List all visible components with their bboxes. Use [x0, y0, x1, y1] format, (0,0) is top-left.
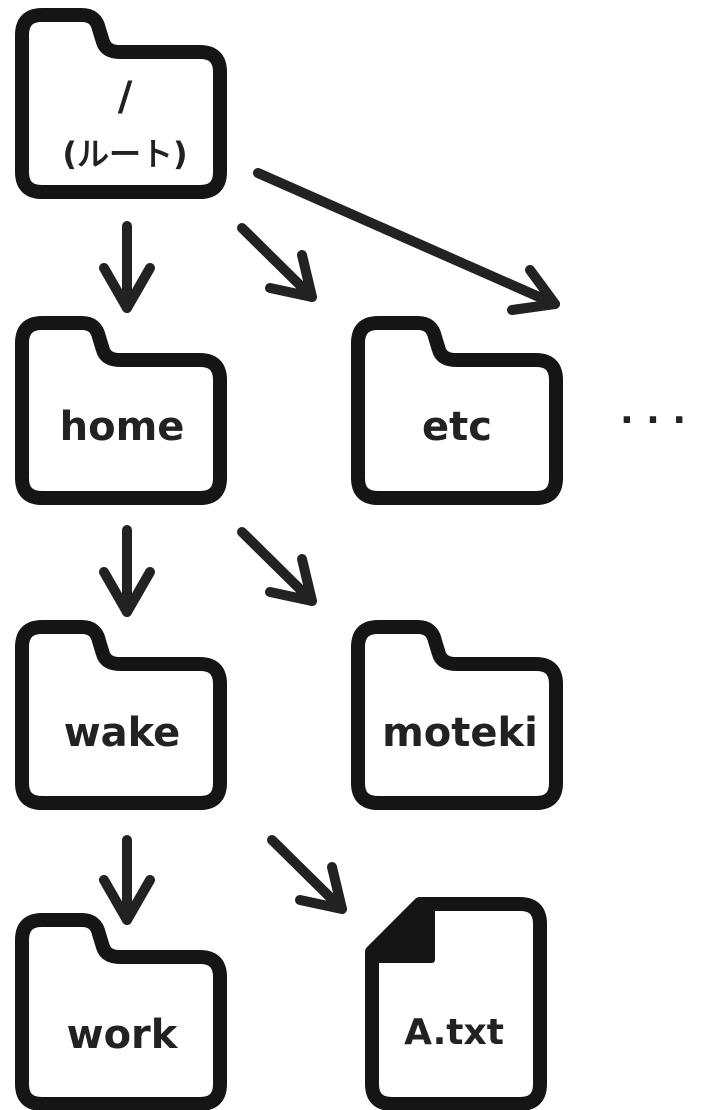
folder-icon	[15, 913, 227, 1110]
arrow-head	[265, 250, 317, 302]
folder-label-root-slash: /	[118, 74, 133, 120]
file-label-a-txt: A.txt	[404, 1012, 504, 1053]
folder-etc: etc	[351, 316, 563, 505]
arrow-head	[99, 875, 155, 925]
folder-icon	[351, 620, 563, 810]
arrow-shaft	[267, 835, 347, 914]
edge-wake-to-work	[99, 835, 155, 925]
folder-label-home: home	[60, 404, 185, 450]
folder-icon	[15, 620, 227, 810]
edge-root-to-etc	[237, 223, 317, 302]
arrow-shaft	[253, 168, 560, 309]
folder-moteki: moteki	[351, 620, 563, 810]
folder-home: home	[15, 316, 227, 505]
arrow-head	[507, 265, 560, 315]
folder-wake: wake	[15, 620, 227, 810]
more-items-ellipsis: · · ·	[620, 400, 686, 441]
folder-label-work: work	[67, 1012, 179, 1058]
file-corner-fold	[369, 901, 435, 963]
arrow-head	[99, 263, 155, 313]
edge-root-to-home	[99, 221, 155, 313]
edge-root-to-more	[253, 168, 560, 315]
edge-home-to-moteki	[237, 527, 317, 606]
edge-wake-to-a-txt	[267, 835, 347, 914]
edge-home-to-wake	[99, 525, 155, 617]
arrow-shaft	[237, 527, 317, 606]
folder-label-root-name: (ルート)	[62, 135, 187, 173]
folder-icon	[351, 316, 563, 505]
arrow-head	[265, 554, 317, 606]
folder-label-moteki: moteki	[382, 710, 538, 756]
arrow-head	[99, 567, 155, 617]
folder-icon	[15, 316, 227, 505]
folder-label-wake: wake	[64, 710, 181, 756]
folder-icon	[15, 8, 227, 199]
arrow-shaft	[237, 223, 317, 302]
folder-label-etc: etc	[422, 404, 492, 450]
file-a-txt: A.txt	[365, 897, 547, 1110]
arrow-head	[295, 862, 347, 914]
folder-root: / (ルート)	[15, 8, 227, 199]
folder-work: work	[15, 913, 227, 1110]
